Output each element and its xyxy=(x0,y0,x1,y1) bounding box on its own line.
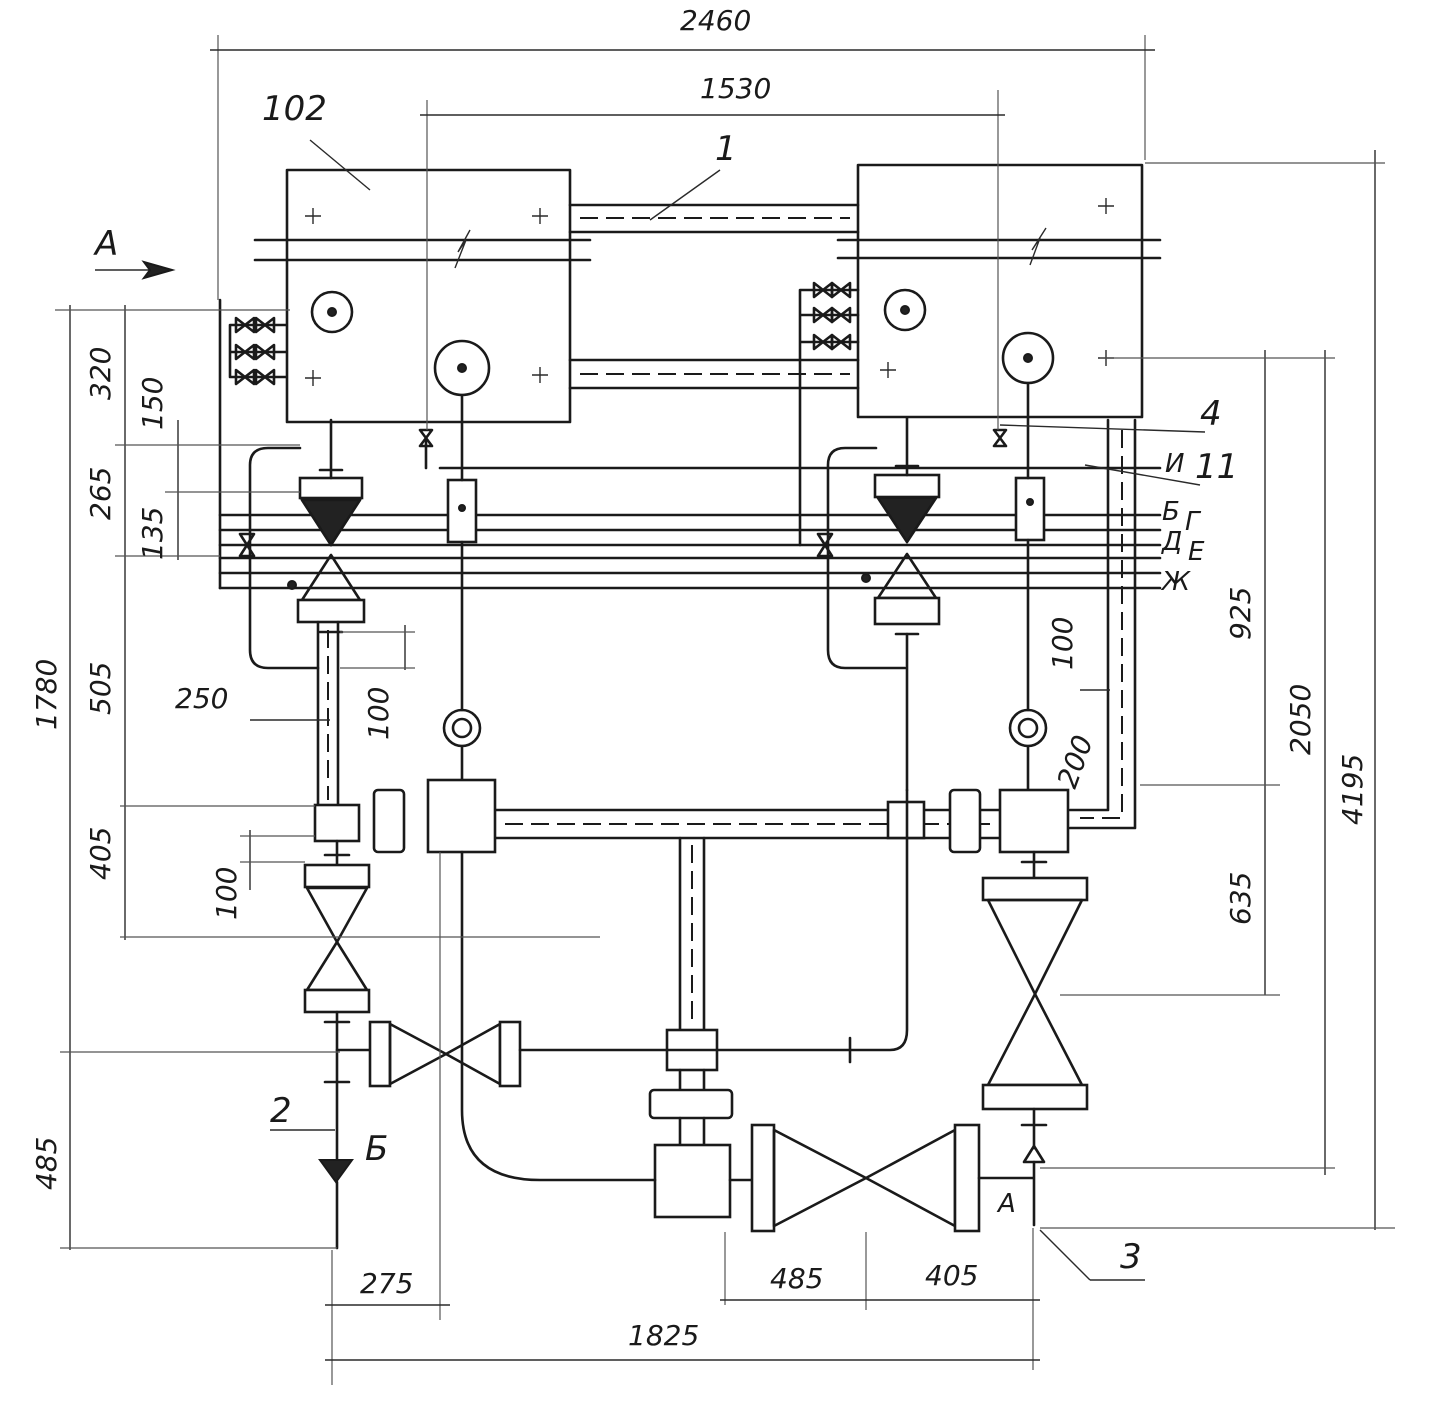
dim-4195: 4195 xyxy=(1336,754,1369,825)
dim-100-b: 100 xyxy=(210,867,243,920)
dim-200: 200 xyxy=(1051,731,1100,793)
dim-1825: 1825 xyxy=(628,1319,699,1352)
vertical-pipe-left xyxy=(316,620,340,810)
bypass-left xyxy=(248,446,320,670)
valve-lower-right xyxy=(981,876,1089,1227)
line-letter-zh: Ж xyxy=(1160,567,1191,597)
dim-405-bottom: 405 xyxy=(925,1259,978,1292)
unit-left xyxy=(253,168,592,424)
instrument-right xyxy=(1008,381,1048,748)
line-letter-b: Б xyxy=(1162,497,1180,527)
dim-150: 150 xyxy=(136,377,169,430)
instrument-line xyxy=(460,850,657,1182)
dim-2050: 2050 xyxy=(1284,684,1317,755)
valve-small-left xyxy=(238,428,434,558)
filter-right xyxy=(873,416,941,636)
dim-1780: 1780 xyxy=(30,659,63,730)
label-4: 4 xyxy=(1200,394,1222,434)
dim-635: 635 xyxy=(1224,872,1257,925)
valve-stack-left xyxy=(228,316,288,386)
junction-dot-left xyxy=(287,580,297,590)
label-3: 3 xyxy=(1120,1237,1142,1277)
dim-275: 275 xyxy=(360,1267,413,1300)
dim-250: 250 xyxy=(175,682,228,715)
dim-485-left: 485 xyxy=(30,1137,63,1190)
dim-2460: 2460 xyxy=(680,4,751,37)
dim-405: 405 xyxy=(84,827,117,880)
label-point-b: Б xyxy=(365,1129,388,1169)
label-point-a: А xyxy=(996,1189,1016,1219)
dim-1530: 1530 xyxy=(700,72,771,105)
bypass-right xyxy=(826,446,907,670)
dim-265: 265 xyxy=(84,467,117,520)
dimension-texts: 2460 1530 320 150 265 135 1780 505 250 1… xyxy=(30,4,1369,1352)
dim-485-bottom: 485 xyxy=(770,1262,823,1295)
valve-stack-right xyxy=(798,281,860,547)
item-labels: 102 1 2 3 4 11 А А Б И Б Г Д Е Ж xyxy=(93,89,1238,1277)
label-1: 1 xyxy=(715,129,737,169)
dim-135: 135 xyxy=(136,507,169,560)
line-letter-d: Д xyxy=(1161,527,1182,557)
dim-100-right: 100 xyxy=(1046,617,1079,670)
label-102: 102 xyxy=(262,89,327,129)
dim-100-a: 100 xyxy=(362,687,395,740)
center-down-pipe xyxy=(648,836,734,1219)
dim-505: 505 xyxy=(84,662,117,715)
valve-lower-left xyxy=(303,839,371,1250)
line-letter-g: Г xyxy=(1185,507,1202,537)
dimension-lines xyxy=(55,35,1395,1385)
dim-925: 925 xyxy=(1224,587,1257,640)
line-letter-i: И xyxy=(1165,449,1184,479)
label-view-a: А xyxy=(93,224,118,264)
connecting-pipe-upper xyxy=(568,203,860,234)
filter-left xyxy=(296,418,366,634)
line-letter-e: Е xyxy=(1188,537,1205,567)
label-2: 2 xyxy=(270,1091,292,1131)
dim-320: 320 xyxy=(84,347,117,400)
instrument-left xyxy=(442,393,482,748)
junction-dot-right xyxy=(861,573,871,583)
header-lines xyxy=(218,298,1162,590)
connecting-pipe-lower xyxy=(568,358,860,390)
manifold xyxy=(313,778,1070,880)
vertical-pipe-right xyxy=(1068,418,1137,830)
valve-horizontal-left xyxy=(335,788,909,1088)
valve-horizontal-big xyxy=(728,1123,1035,1233)
unit-right xyxy=(836,163,1162,419)
label-11: 11 xyxy=(1195,447,1238,487)
